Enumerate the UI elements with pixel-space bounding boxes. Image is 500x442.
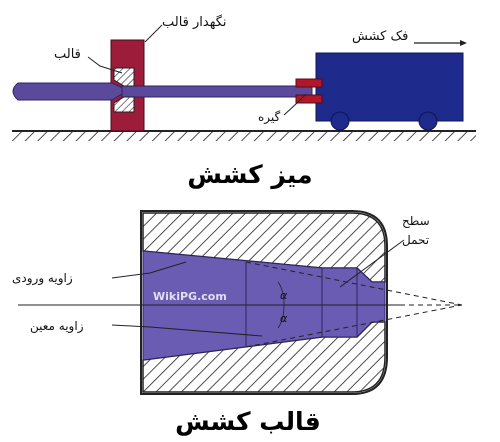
label-grip: گیره — [258, 110, 281, 125]
drawn-wire — [121, 85, 313, 98]
label-die-holder: نگهدار قالب — [162, 14, 227, 30]
carriage-wheel — [418, 111, 438, 131]
drawing-die-title: قالب کشش — [175, 407, 321, 436]
label-bearing-line1: سطح — [402, 214, 430, 228]
drawn-rod — [12, 82, 126, 101]
label-bearing-line2: تحمل — [402, 233, 429, 247]
carriage — [315, 52, 464, 122]
angle-arc — [277, 281, 285, 306]
leader-bearing — [339, 239, 405, 288]
leader-die — [87, 56, 123, 74]
carriage-wheel — [330, 111, 350, 131]
draw-bench: نگهدار قالب قالب گیره فک کشش میز کشش — [12, 14, 476, 190]
ground-floor — [12, 130, 476, 141]
cone-projection — [245, 304, 463, 348]
leader-approach-angle — [111, 324, 263, 337]
label-pull-direction: فک کشش — [352, 29, 408, 44]
label-entrance-angle: زاویه ورودی — [12, 271, 73, 286]
label-approach-angle: زاویه معین — [30, 319, 84, 334]
cone-projection — [245, 261, 463, 306]
draw-bench-title: میز کشش — [187, 160, 312, 190]
pull-direction-arrow — [414, 40, 467, 46]
drawing-die: α α WikiPG.com زاویه ورودی زاویه معین سط… — [12, 210, 463, 436]
leader-grip — [283, 93, 307, 116]
grip — [295, 78, 323, 104]
watermark-text: WikiPG.com — [153, 290, 227, 303]
alpha-symbol-upper: α — [280, 289, 288, 302]
angle-arc — [277, 304, 285, 329]
label-die: قالب — [54, 47, 81, 62]
alpha-symbol-lower: α — [280, 312, 288, 325]
leader-entrance-angle — [111, 261, 187, 279]
leader-die-holder — [144, 24, 163, 43]
